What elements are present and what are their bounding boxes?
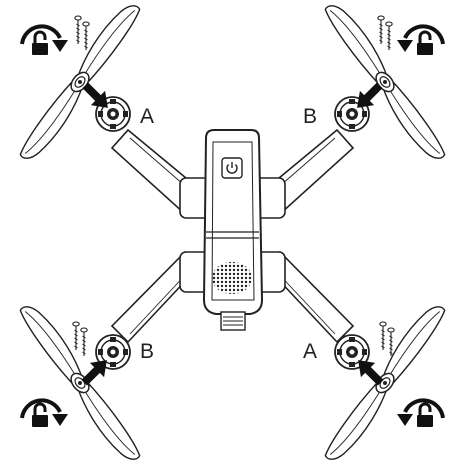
rotation-arrow-icon bbox=[397, 24, 445, 52]
lock-icon bbox=[415, 402, 435, 429]
lock-icon bbox=[415, 30, 435, 57]
rotation-arrow-icon bbox=[20, 24, 68, 52]
screw-icon bbox=[74, 15, 90, 51]
screw-icon bbox=[377, 15, 393, 51]
screw-icon bbox=[379, 321, 395, 357]
arm-label-top-right: B bbox=[303, 105, 318, 128]
rotation-arrow-icon bbox=[20, 398, 68, 426]
arm-label-top-left: A bbox=[140, 105, 155, 128]
rotation-arrow-icon bbox=[397, 398, 445, 426]
screw-icon bbox=[72, 321, 88, 357]
lock-icon bbox=[30, 402, 50, 429]
arm-label-bottom-right: A bbox=[303, 340, 318, 363]
speaker-grille bbox=[212, 262, 252, 294]
lock-icon bbox=[30, 30, 50, 57]
power-button-icon bbox=[221, 157, 243, 179]
arm-label-bottom-left: B bbox=[140, 340, 155, 363]
